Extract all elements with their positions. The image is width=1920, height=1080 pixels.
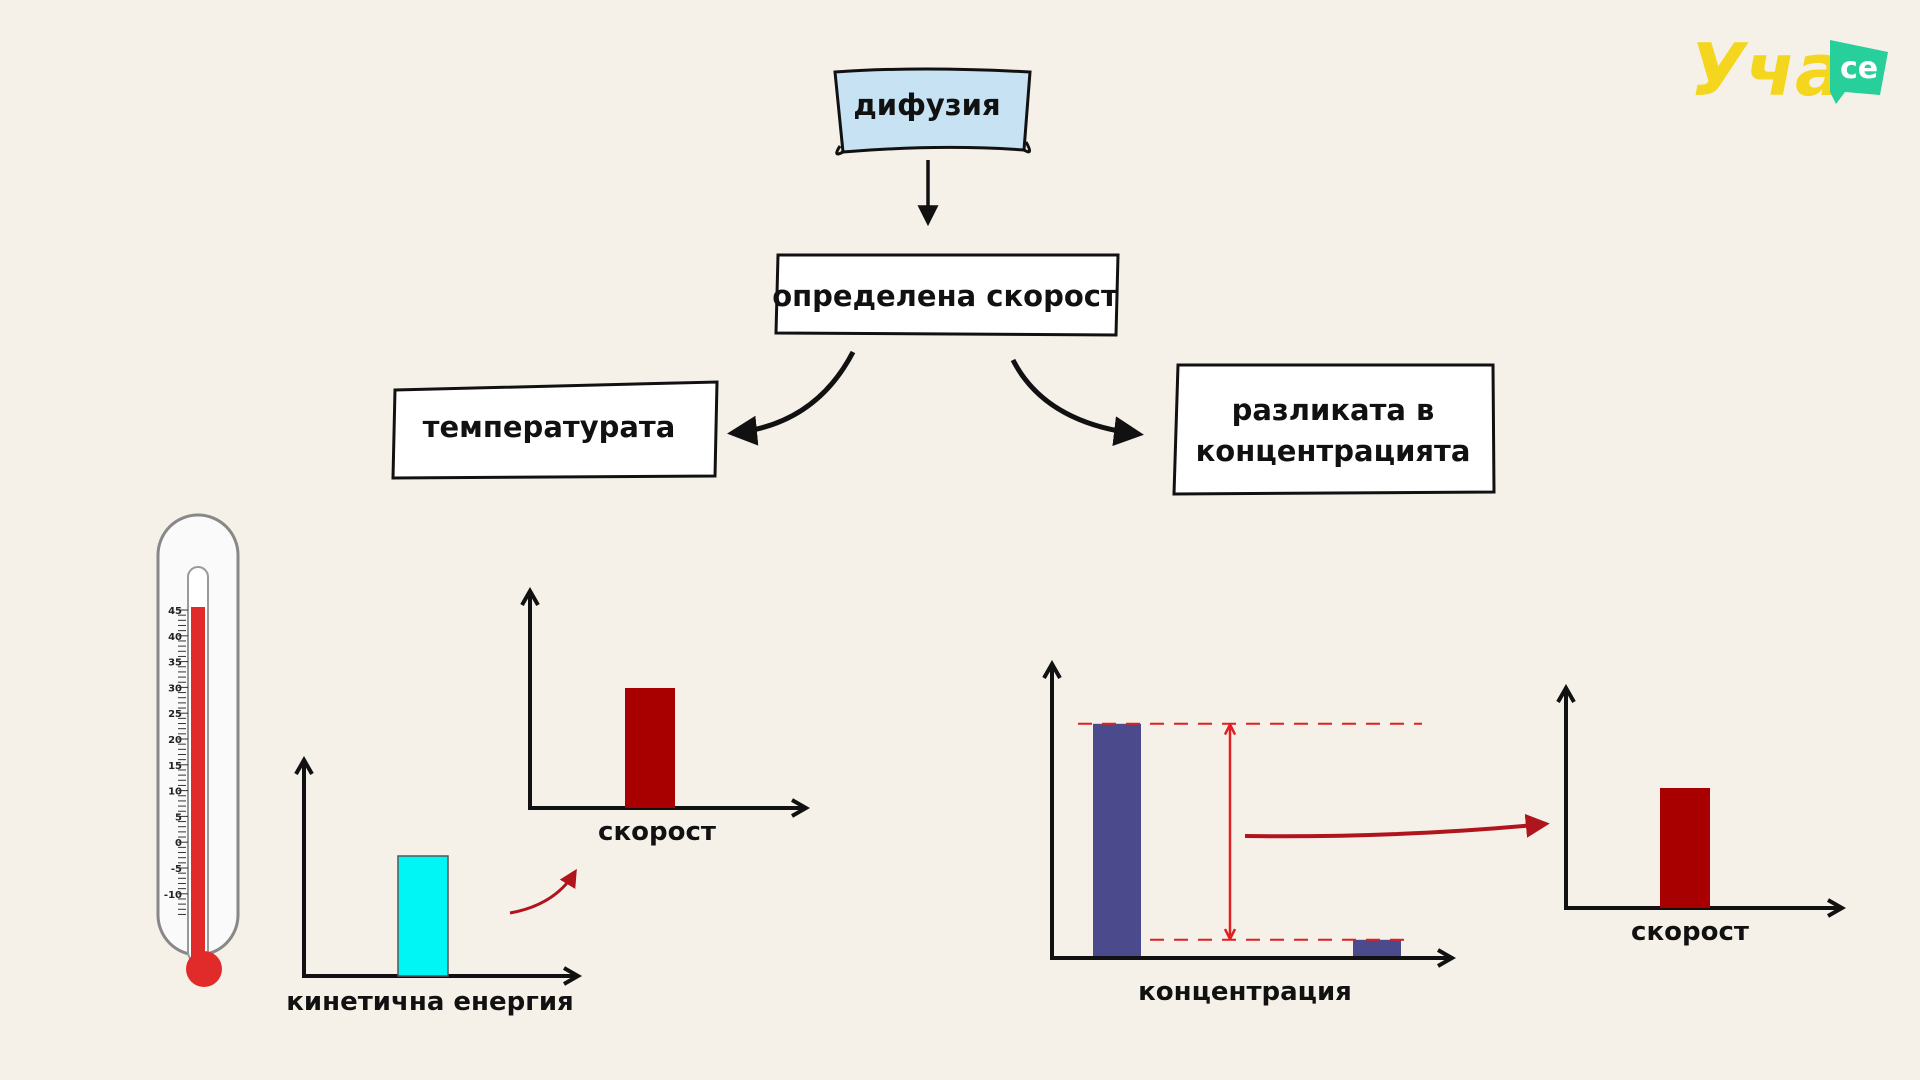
thermometer-tick-label: 10 <box>168 787 182 798</box>
chart-kinetic-bar <box>397 855 449 977</box>
node-concentration-difference-line1: разликата в <box>1232 393 1435 427</box>
chart-concentration-bar-high <box>1093 723 1141 956</box>
chart-speed-right-bar <box>1660 788 1710 908</box>
node-concentration-difference-line2: концентрацията <box>1196 434 1471 468</box>
node-certain-speed-label: определена скорост <box>772 279 1118 313</box>
node-temperature: температурата <box>391 380 719 480</box>
node-diffusion-label: дифузия <box>853 88 1000 122</box>
chart-speed-left-xlabel: скорост <box>598 817 716 847</box>
arrow-middle-to-temperature <box>727 350 856 446</box>
chart-concentration: концентрация <box>1042 659 1457 1007</box>
thermometer-tick-label: 30 <box>168 683 182 694</box>
node-certain-speed: определена скорост <box>772 253 1120 337</box>
thermometer-tick-label: -5 <box>171 864 182 875</box>
chart-speed-left: скорост <box>520 586 811 847</box>
node-temperature-label: температурата <box>423 410 676 444</box>
arrow-increase <box>509 868 577 915</box>
chart-speed-right: скорост <box>1556 683 1847 947</box>
thermometer-tick-label: 20 <box>168 735 182 746</box>
logo: Уча се <box>1690 28 1888 112</box>
arrow-middle-to-concentration <box>1010 358 1144 447</box>
thermometer-tick-label: -10 <box>164 890 182 901</box>
logo-badge <box>1830 40 1888 104</box>
chart-speed-left-bar <box>625 688 675 808</box>
thermometer-tick-label: 45 <box>168 606 182 617</box>
chart-concentration-xlabel: концентрация <box>1138 977 1352 1007</box>
chart-kinetic-xlabel: кинетична енергия <box>286 987 574 1017</box>
logo-badge-text: се <box>1840 51 1878 86</box>
thermometer-tick-label: 35 <box>168 658 182 669</box>
thermometer-mercury <box>191 607 205 962</box>
chart-kinetic-energy: кинетична енергия <box>286 755 583 1017</box>
thermometer-tick-label: 15 <box>168 761 182 772</box>
thermometer-icon: 45 40 35 30 25 20 15 10 5 0 -5 -10 <box>156 513 240 987</box>
chart-concentration-bar-low <box>1353 939 1401 956</box>
arrow-to-speed <box>1244 813 1550 839</box>
node-diffusion: дифузия <box>833 67 1032 156</box>
chart-speed-right-xlabel: скорост <box>1631 917 1749 947</box>
node-concentration-difference: разликата в концентрацията <box>1172 363 1496 496</box>
logo-text: Уча <box>1690 28 1844 112</box>
thermometer-tick-label: 5 <box>175 812 182 823</box>
thermometer-tick-label: 40 <box>168 632 182 643</box>
thermometer-tick-label: 25 <box>168 709 182 720</box>
thermometer-tick-label: 0 <box>175 838 182 849</box>
